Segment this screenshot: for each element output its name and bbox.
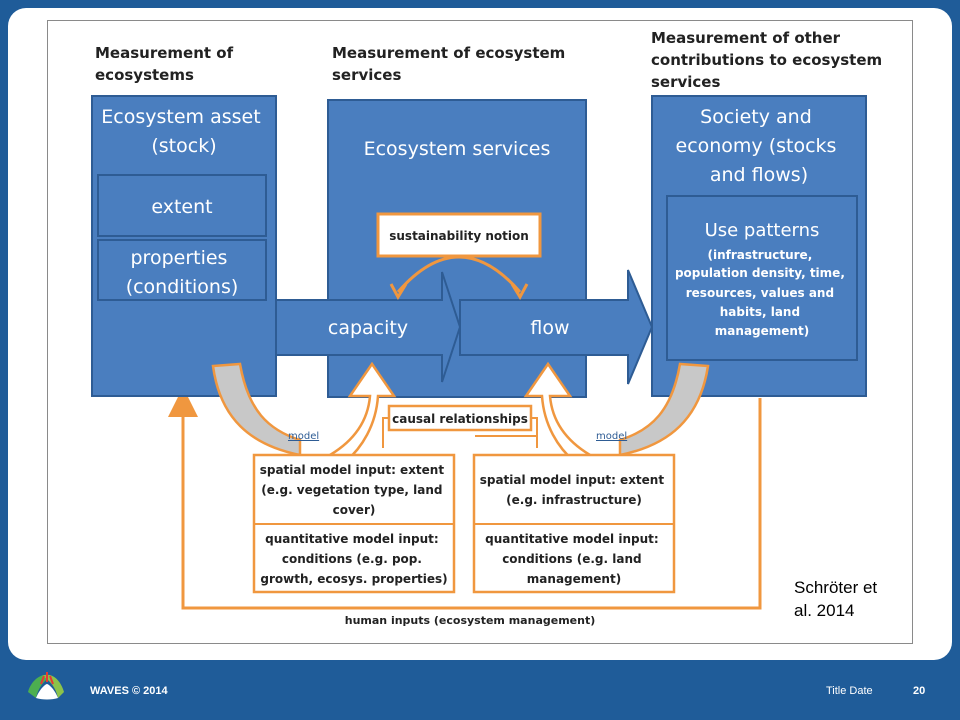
model-label-left: model — [288, 431, 319, 442]
flow-label: flow — [530, 317, 569, 339]
arc-arrowhead-right — [510, 283, 529, 301]
extent-label: extent — [151, 196, 212, 218]
right-spatial-input: spatial model input: extent (e.g. infras… — [480, 473, 669, 507]
footer-title-date: Title Date — [826, 685, 873, 697]
society-title: Society and economy (stocks and flows) — [676, 106, 843, 186]
capacity-label: capacity — [328, 317, 408, 339]
properties-label: properties (conditions) — [126, 247, 239, 298]
model-arrow-right — [618, 362, 710, 457]
causal-label: causal relationships — [392, 412, 528, 426]
properties-box — [97, 239, 267, 301]
hollow-arrow-flow — [523, 361, 593, 464]
sustainability-arc — [396, 255, 522, 293]
human-inputs-loop — [168, 387, 762, 610]
sustainability-label: sustainability notion — [389, 229, 529, 243]
human-inputs-label: human inputs (ecosystem management) — [345, 614, 596, 627]
capacity-arrow — [275, 271, 462, 383]
model-label-right: model — [596, 431, 627, 442]
citation: Schröter et al. 2014 — [794, 578, 878, 620]
causal-connector — [382, 417, 538, 448]
asset-title: Ecosystem asset (stock) — [101, 106, 266, 157]
sustainability-box — [376, 212, 542, 258]
model-arrow-left — [211, 362, 302, 457]
hollow-arrow-capacity — [327, 361, 397, 464]
header-ecosystems: Measurement of ecosystems — [95, 44, 238, 84]
right-quantitative-input: quantitative model input: conditions (e.… — [485, 532, 663, 586]
use-patterns-title: Use patterns — [705, 220, 820, 241]
use-patterns-detail: (infrastructure, population density, tim… — [675, 248, 849, 338]
services-title: Ecosystem services — [364, 138, 551, 160]
use-patterns-box — [666, 195, 858, 361]
extent-box — [97, 174, 267, 237]
waves-logo — [28, 672, 64, 700]
left-quantitative-input: quantitative model input: conditions (e.… — [260, 532, 447, 586]
arc-arrowhead-left — [389, 283, 408, 301]
footer-page-number: 20 — [913, 685, 926, 697]
header-other: Measurement of other contributions to ec… — [651, 29, 887, 91]
causal-box — [387, 404, 533, 432]
footer-org: WAVES © 2014 — [90, 685, 168, 697]
flow-arrow — [459, 269, 654, 385]
left-spatial-input: spatial model input: extent (e.g. vegeta… — [260, 463, 449, 517]
header-services: Measurement of ecosystem services — [332, 44, 571, 84]
